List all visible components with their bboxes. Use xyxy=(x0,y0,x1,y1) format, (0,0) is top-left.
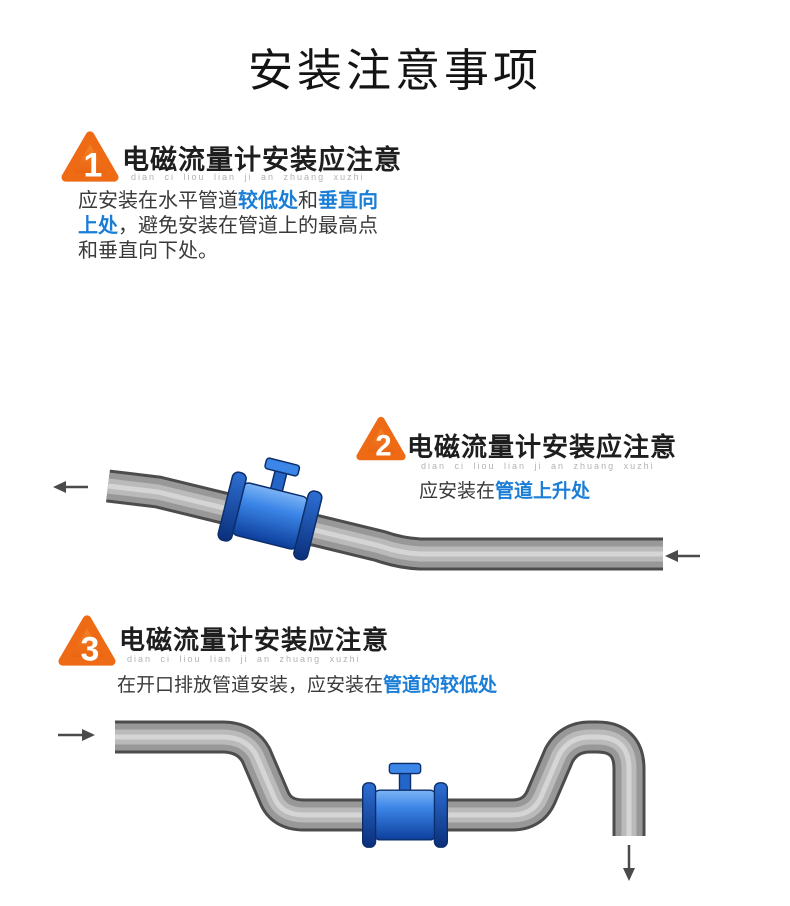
flow-arrow-inlet-right-icon xyxy=(665,550,700,562)
pipe-body xyxy=(284,265,790,400)
section-3-description: 在开口排放管道安装，应安装在管道的较低处 xyxy=(117,670,497,697)
pipe-highlight xyxy=(284,265,790,400)
plain-text: 在开口排放管道安装，应安装在 xyxy=(117,675,384,696)
accent-text: 管道上升处 xyxy=(495,481,591,502)
section-number: 1 xyxy=(83,146,102,184)
page-title: 安装注意事项 xyxy=(247,45,542,97)
section-3-pinyin: dian ci liou lian ji an zhuang xuzhi xyxy=(127,654,361,664)
section-1-description: 应安装在水平管道较低处和垂直向上处，避免安装在管道上的最高点和垂直向下处。 xyxy=(78,189,388,264)
warning-triangle-icon xyxy=(356,416,406,461)
flowmeter-lowpoint-correct xyxy=(361,762,449,848)
section-1-number-badge: 1 xyxy=(61,131,119,184)
diagram-open-discharge xyxy=(58,690,790,881)
accent-text: 管道的较低处 xyxy=(383,675,498,696)
section-3-number-badge: 3 xyxy=(58,615,116,668)
pipe-run xyxy=(284,265,790,400)
pipe-gloss xyxy=(284,265,790,400)
accent-text: 垂直向上处 xyxy=(78,190,378,237)
section-2-pinyin: dian ci liou lian ji an zhuang xuzhi xyxy=(421,461,655,471)
section-1-heading: 电磁流量计安装应注意 xyxy=(122,145,402,175)
plain-text: 应安装在 xyxy=(419,481,496,502)
plain-text: ，避免安装在管道上的最高点和垂直向下处。 xyxy=(78,215,378,262)
pipe-outline xyxy=(284,265,790,400)
flow-arrow-outlet-left-icon xyxy=(53,481,88,493)
section-1-pinyin: dian ci liou lian ji an zhuang xuzhi xyxy=(131,172,365,182)
warning-triangle-icon xyxy=(61,131,119,182)
warning-triangle-icon xyxy=(58,615,116,666)
plain-text: 应安装在水平管道 xyxy=(78,190,238,212)
section-2-description: 应安装在管道上升处 xyxy=(419,476,590,503)
flow-arrow-inlet-icon xyxy=(58,729,95,741)
section-number: 2 xyxy=(375,431,391,463)
plain-text: 和 xyxy=(298,190,318,212)
flow-arrow-discharge-down-icon xyxy=(623,845,635,881)
section-3-heading: 电磁流量计安装应注意 xyxy=(119,625,390,655)
section-2-number-badge: 2 xyxy=(356,416,406,463)
section-number: 3 xyxy=(80,630,99,668)
section-2-heading: 电磁流量计安装应注意 xyxy=(407,432,678,462)
diagram-rising-pipe xyxy=(53,449,700,610)
accent-text: 较低处 xyxy=(238,190,298,212)
